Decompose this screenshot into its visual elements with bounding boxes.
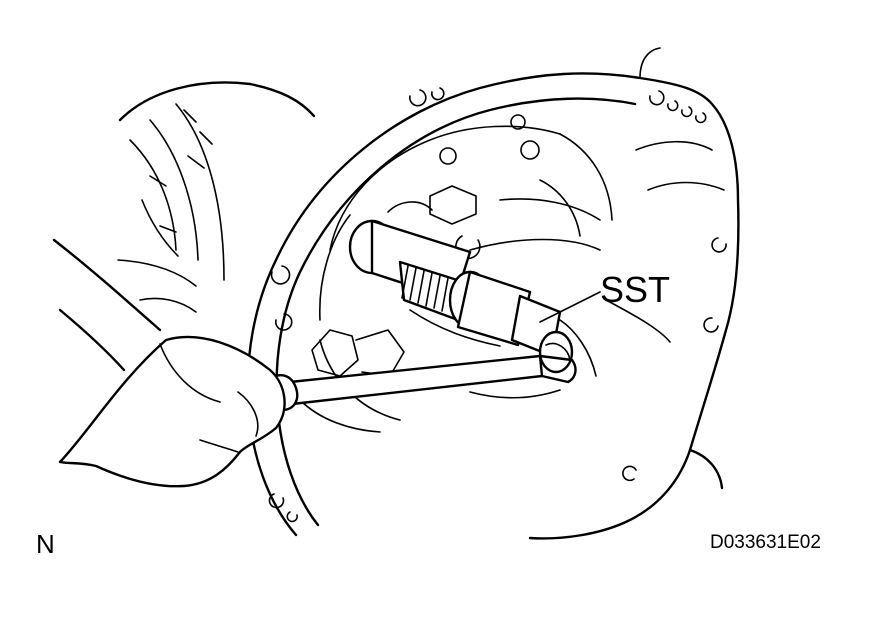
- housing-ribs-left: [117, 81, 316, 313]
- hand: [52, 238, 286, 488]
- shaft-with-sst: [348, 219, 574, 374]
- case-bolt-holes: [268, 87, 727, 523]
- view-code-label: N: [36, 529, 55, 559]
- figure-id-label: D033631E02: [710, 532, 821, 553]
- sst-callout-label: SST: [600, 269, 670, 310]
- sst-leader-line: [539, 291, 601, 323]
